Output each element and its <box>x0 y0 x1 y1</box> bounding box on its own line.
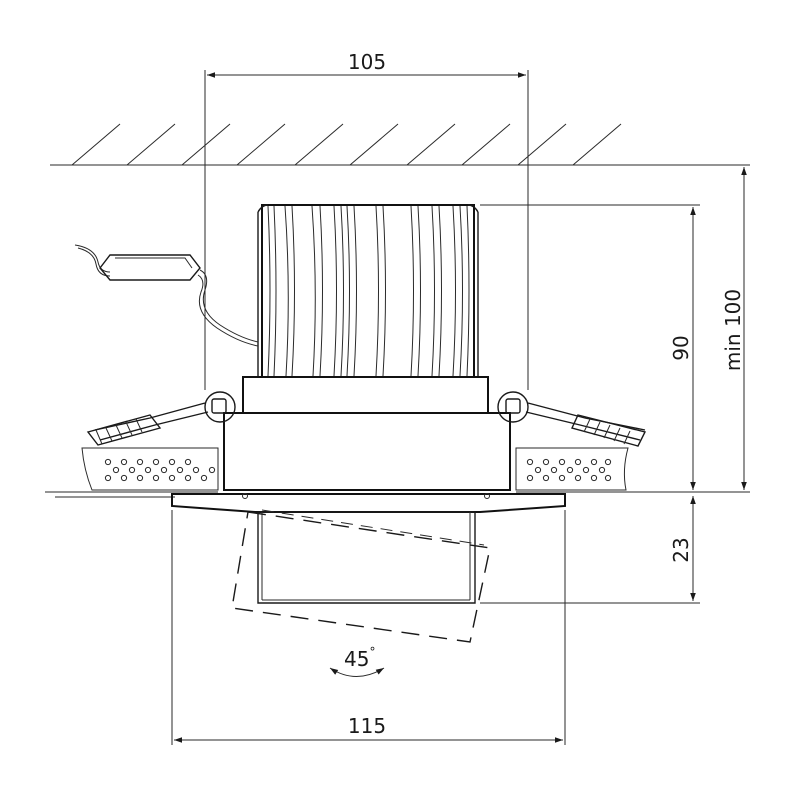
ceiling-hatch <box>71 123 622 166</box>
left-spring-clip <box>86 391 236 446</box>
tilt-angle-label: 45° <box>344 645 375 671</box>
trim-flange <box>171 493 566 513</box>
tilt-angle-unit: ° <box>369 645 375 659</box>
body-height-label: 90 <box>669 335 693 360</box>
min-cutout-height-label: min 100 <box>721 289 745 371</box>
heatsink-fins <box>267 205 470 377</box>
lens-module <box>257 511 476 604</box>
dimension-top-width: 105 <box>204 50 529 390</box>
dimension-bottom-width: 115 <box>171 510 566 745</box>
heatsink <box>257 204 479 378</box>
ceiling <box>50 123 750 166</box>
right-spring-clip <box>497 391 647 447</box>
tilt-angle-indicator: 45° <box>329 645 385 677</box>
dimension-protrusion-height: 23 <box>480 496 700 604</box>
dimension-body-height: 90 <box>480 204 700 490</box>
bottom-width-label: 115 <box>348 714 386 738</box>
dimension-min-cutout-height: min 100 <box>721 167 747 490</box>
power-cable <box>74 244 259 347</box>
tilt-angle-value: 45 <box>344 647 369 671</box>
tilted-lens-outline <box>231 509 491 643</box>
body-collar <box>223 376 511 491</box>
top-width-label: 105 <box>348 50 386 74</box>
left-ceiling-board <box>45 447 219 498</box>
right-ceiling-board <box>515 447 750 493</box>
protrusion-height-label: 23 <box>669 537 693 562</box>
